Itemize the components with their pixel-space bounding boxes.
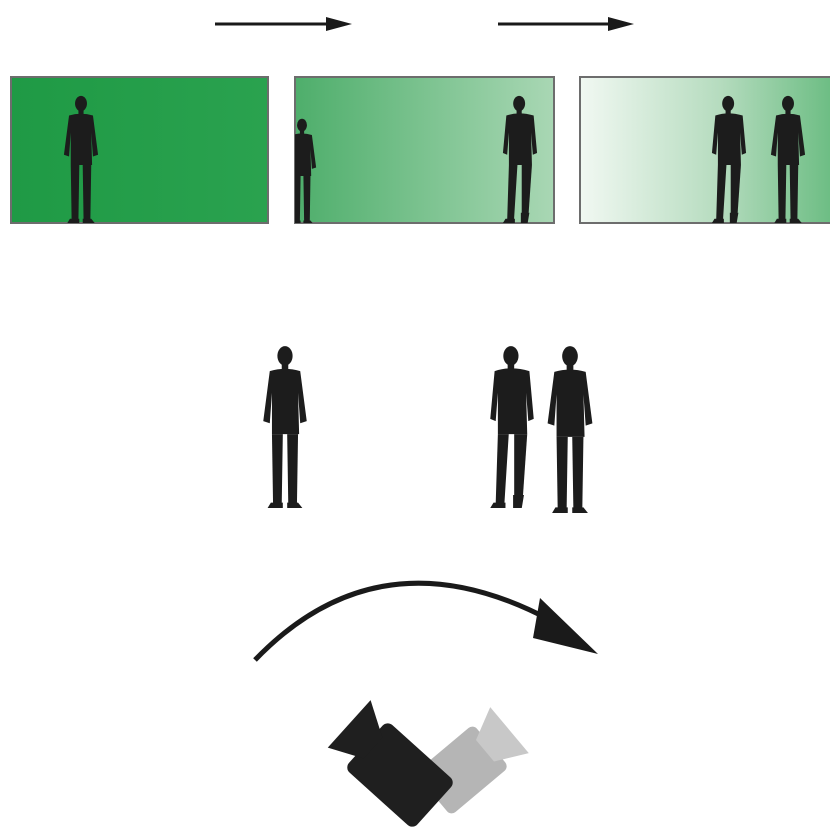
person-silhouette-icon <box>548 346 593 513</box>
arrowhead-icon <box>326 17 352 31</box>
scene-right-group <box>490 346 592 513</box>
frame-1 <box>11 77 268 223</box>
scene-left-person <box>263 346 306 508</box>
person-silhouette-icon <box>490 346 533 508</box>
curved-arrow-icon <box>255 583 550 660</box>
person-silhouette-icon <box>263 346 306 508</box>
timeline-arrow-1 <box>215 17 352 31</box>
arrowhead-icon <box>533 598 598 654</box>
frame-2 <box>288 77 554 224</box>
timeline-arrow-2 <box>498 17 634 31</box>
arrowhead-icon <box>608 17 634 31</box>
frame-1-background <box>11 77 268 223</box>
camera-path-arrow <box>255 583 598 660</box>
frame-3 <box>580 77 830 223</box>
